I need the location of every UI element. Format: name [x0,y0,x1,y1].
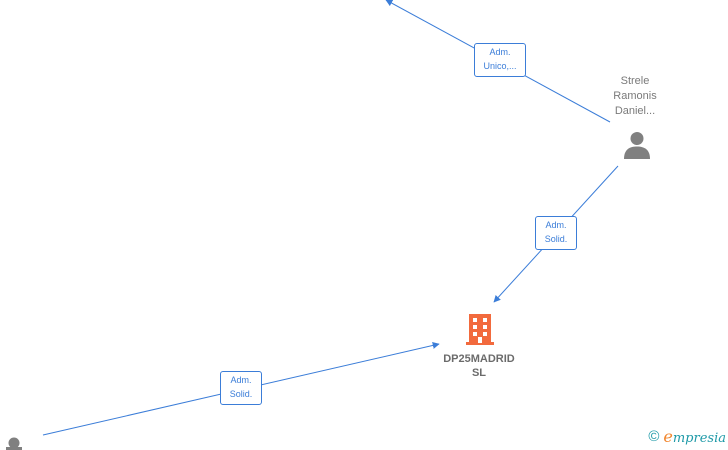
company-name[interactable]: DP25MADRID SL [430,352,528,380]
person-name-strele[interactable]: Strele Ramonis Daniel... [595,74,675,119]
person-icon-partial[interactable] [4,436,24,450]
person-icon[interactable] [622,130,652,160]
edge-label-top[interactable]: Adm. Unico,... [474,43,526,77]
edge-label-bottom-line1: Adm. [230,375,252,385]
edge-label-middle-line2: Solid. [544,234,568,244]
brand-logo: empresia [663,427,726,446]
person-name-line2: Ramonis [613,90,657,102]
empresia-watermark: © empresia [648,427,726,446]
company-name-line2: SL [471,367,487,379]
company-name-line1: DP25MADRID [443,353,515,365]
person-name-line1: Strele [620,75,650,87]
edge-label-top-line1: Adm. [489,47,511,57]
edge-label-middle-line1: Adm. [545,220,567,230]
edge-label-bottom-line2: Solid. [229,389,253,399]
edge-label-middle[interactable]: Adm. Solid. [535,216,577,250]
edge-label-bottom[interactable]: Adm. Solid. [220,371,262,405]
brand-initial: e [663,427,673,446]
person-name-line3: Daniel... [614,105,656,117]
building-icon[interactable] [463,311,497,347]
edge-label-top-line2: Unico,... [483,61,517,71]
brand-rest: mpresia [672,431,726,446]
copyright-icon: © [648,428,660,445]
